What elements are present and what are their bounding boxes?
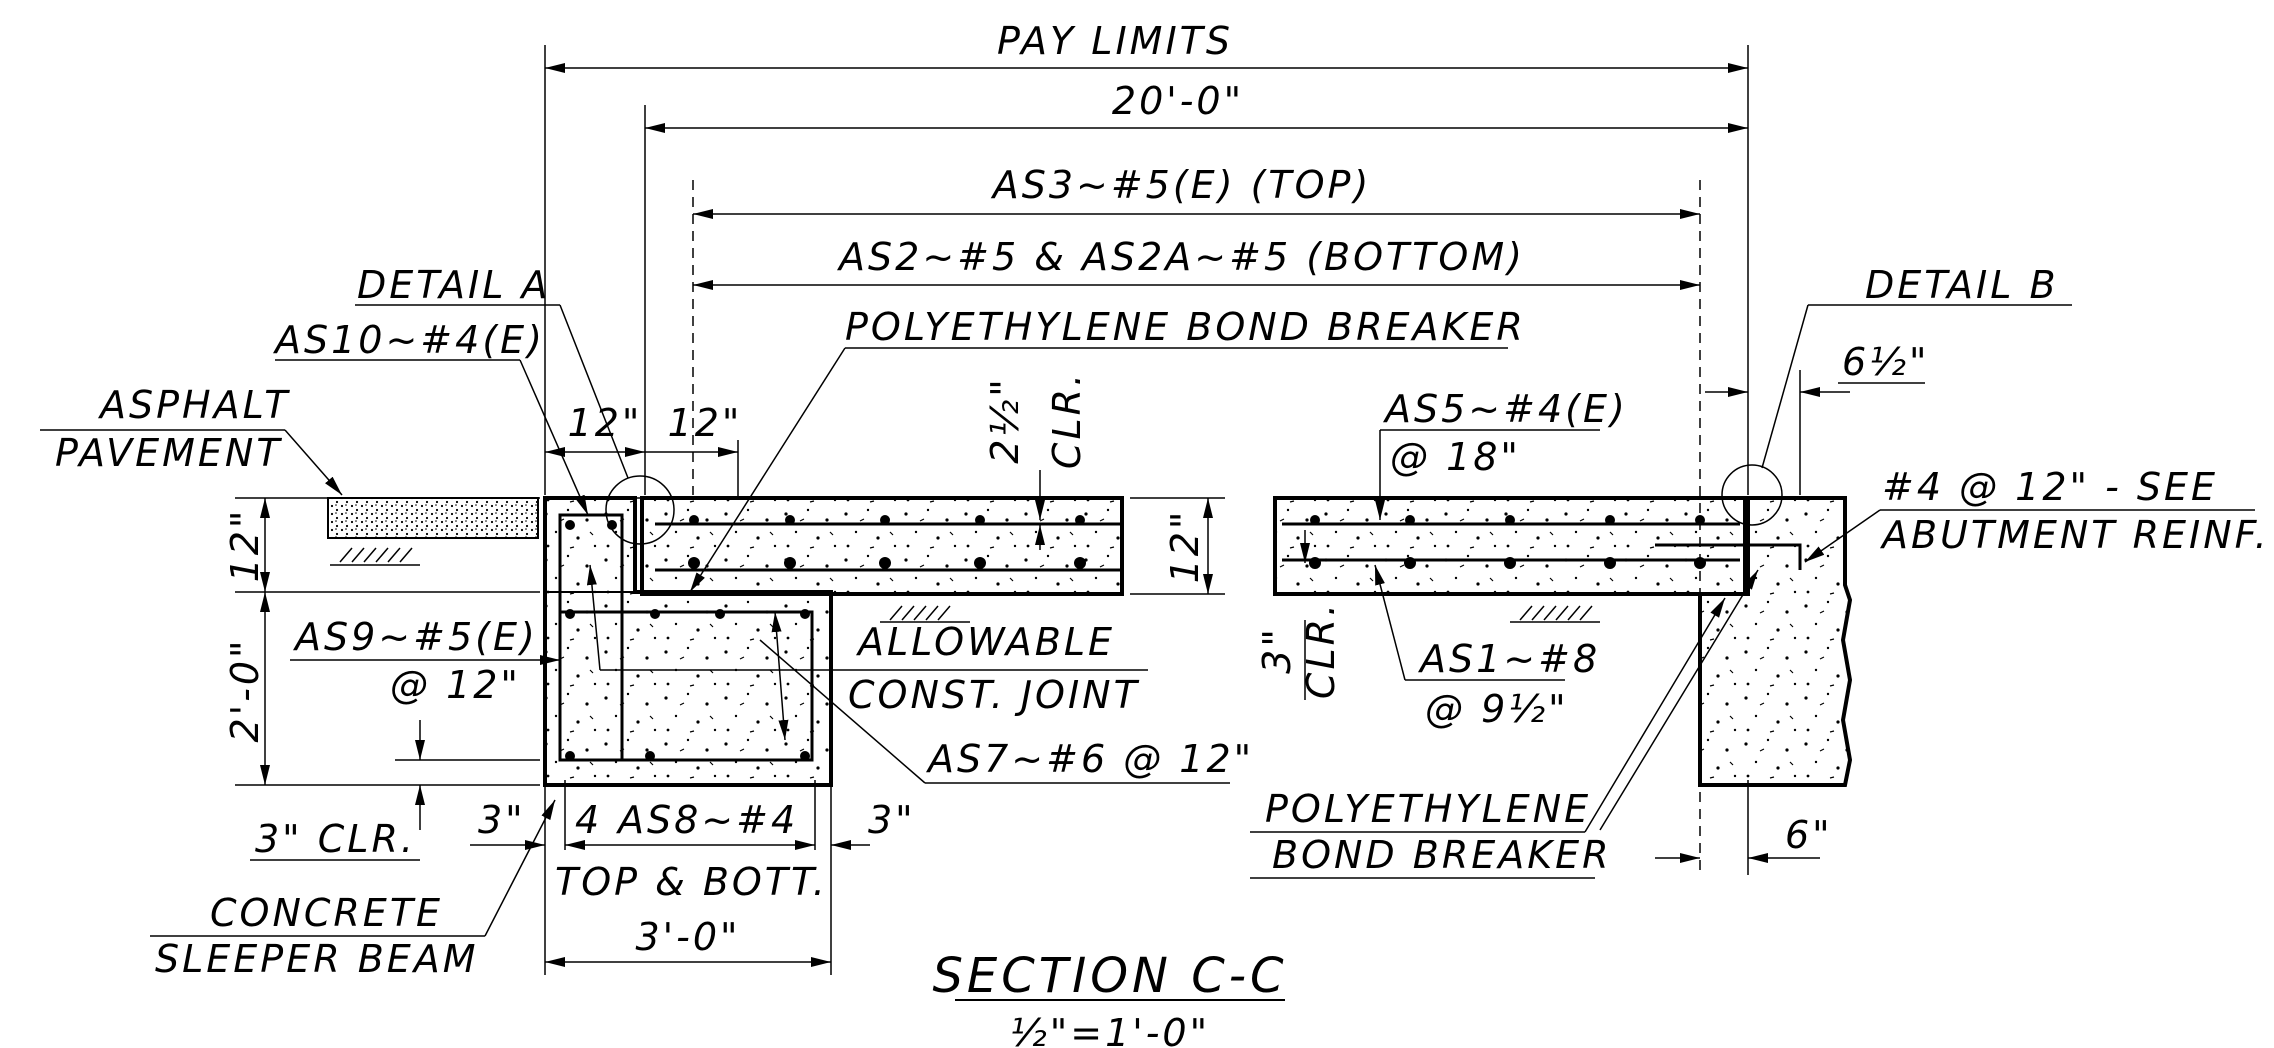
earth-hatch-left: [330, 547, 420, 566]
beam-reinforcement: [558, 513, 814, 762]
earth-hatch-right: [1510, 605, 1600, 623]
as3-label: AS3~#5(E) (TOP): [990, 163, 1372, 207]
section-title: SECTION C-C: [932, 948, 1287, 1004]
detail-a-label: DETAIL A: [357, 263, 550, 307]
clear-right-dim: 3": [868, 798, 916, 842]
as5-label-2: @ 18": [1390, 435, 1521, 479]
detail-b-dim: 6½": [1842, 340, 1930, 384]
slab-reinforcement-right: [1282, 515, 1740, 569]
sleeper-label-1: CONCRETE: [210, 891, 443, 935]
as9-label-1: AS9~#5(E): [292, 615, 538, 659]
detail-b-label: DETAIL B: [1865, 263, 2059, 307]
approach-slab-left: [640, 496, 1124, 596]
beam-width-dim: 3'-0": [636, 915, 741, 959]
as7-label: AS7~#6 @ 12": [925, 737, 1254, 781]
slab-thickness-dim: [1130, 497, 1225, 595]
as9-label-2: @ 12": [390, 663, 521, 707]
slab-thickness-text: 12": [1163, 509, 1207, 584]
joint-label-2: CONST. JOINT: [848, 673, 1140, 717]
top-clear-dim: 2½": [983, 376, 1027, 464]
bond-breaker-top-label: POLYETHYLENE BOND BREAKER: [845, 305, 1526, 349]
as8-label-2: TOP & BOTT.: [555, 860, 828, 904]
sleeper-label-2: SLEEPER BEAM: [155, 937, 479, 981]
asphalt-label-1: ASPHALT: [97, 383, 290, 427]
detail-a-circle: [605, 475, 675, 545]
bottom-clr-dim: 3" CLR.: [255, 817, 416, 861]
as10-label: AS10~#4(E): [272, 318, 545, 362]
joint-label-1: ALLOWABLE: [855, 620, 1115, 664]
detail-b-circle: [1721, 464, 1783, 526]
earth-hatch-center: [880, 605, 970, 623]
as1-label-1: AS1~#8: [1417, 637, 1600, 681]
left-vertical-dims: [235, 497, 540, 830]
abutment-label-2: ABUTMENT REINF.: [1879, 513, 2270, 557]
bond-breaker-bot-label-1: POLYETHYLENE: [1265, 787, 1591, 831]
pay-limits-label: PAY LIMITS: [997, 19, 1233, 63]
wall-dim: 6": [1785, 813, 1833, 857]
abutment-wall: [1698, 496, 1853, 787]
abutment-bar: [1655, 543, 1802, 570]
bond-breaker-bot-label-2: BOND BREAKER: [1272, 833, 1612, 877]
left-12-a: 12": [568, 401, 643, 445]
clear-left-dim: 3": [478, 798, 526, 842]
as8-number: 4: [575, 798, 602, 842]
asphalt-label-2: PAVEMENT: [55, 431, 283, 475]
as2-label: AS2~#5 & AS2A~#5 (BOTTOM): [836, 235, 1525, 279]
slab-reinforcement-left: [655, 515, 1120, 572]
beam-top-dim: 12": [223, 508, 267, 583]
leader-lines: [40, 304, 2255, 937]
asphalt-pavement: [327, 497, 539, 539]
as8-label: AS8~#4: [615, 798, 798, 842]
overall-dim-label: 20'-0": [1112, 79, 1244, 123]
left-12-b: 12": [668, 401, 743, 445]
section-scale: ½"=1'-0": [1010, 1011, 1210, 1048]
as1-label-2: @ 9½": [1425, 687, 1569, 731]
beam-depth-dim: 2'-0": [223, 638, 267, 743]
bottom-clear-dim: 3": [1255, 626, 1299, 674]
abutment-label-1: #4 @ 12" - SEE: [1882, 465, 2218, 509]
top-clear-tag: CLR.: [1045, 371, 1089, 469]
as5-label-1: AS5~#4(E): [1382, 387, 1628, 431]
bottom-clear-tag: CLR.: [1299, 601, 1343, 699]
